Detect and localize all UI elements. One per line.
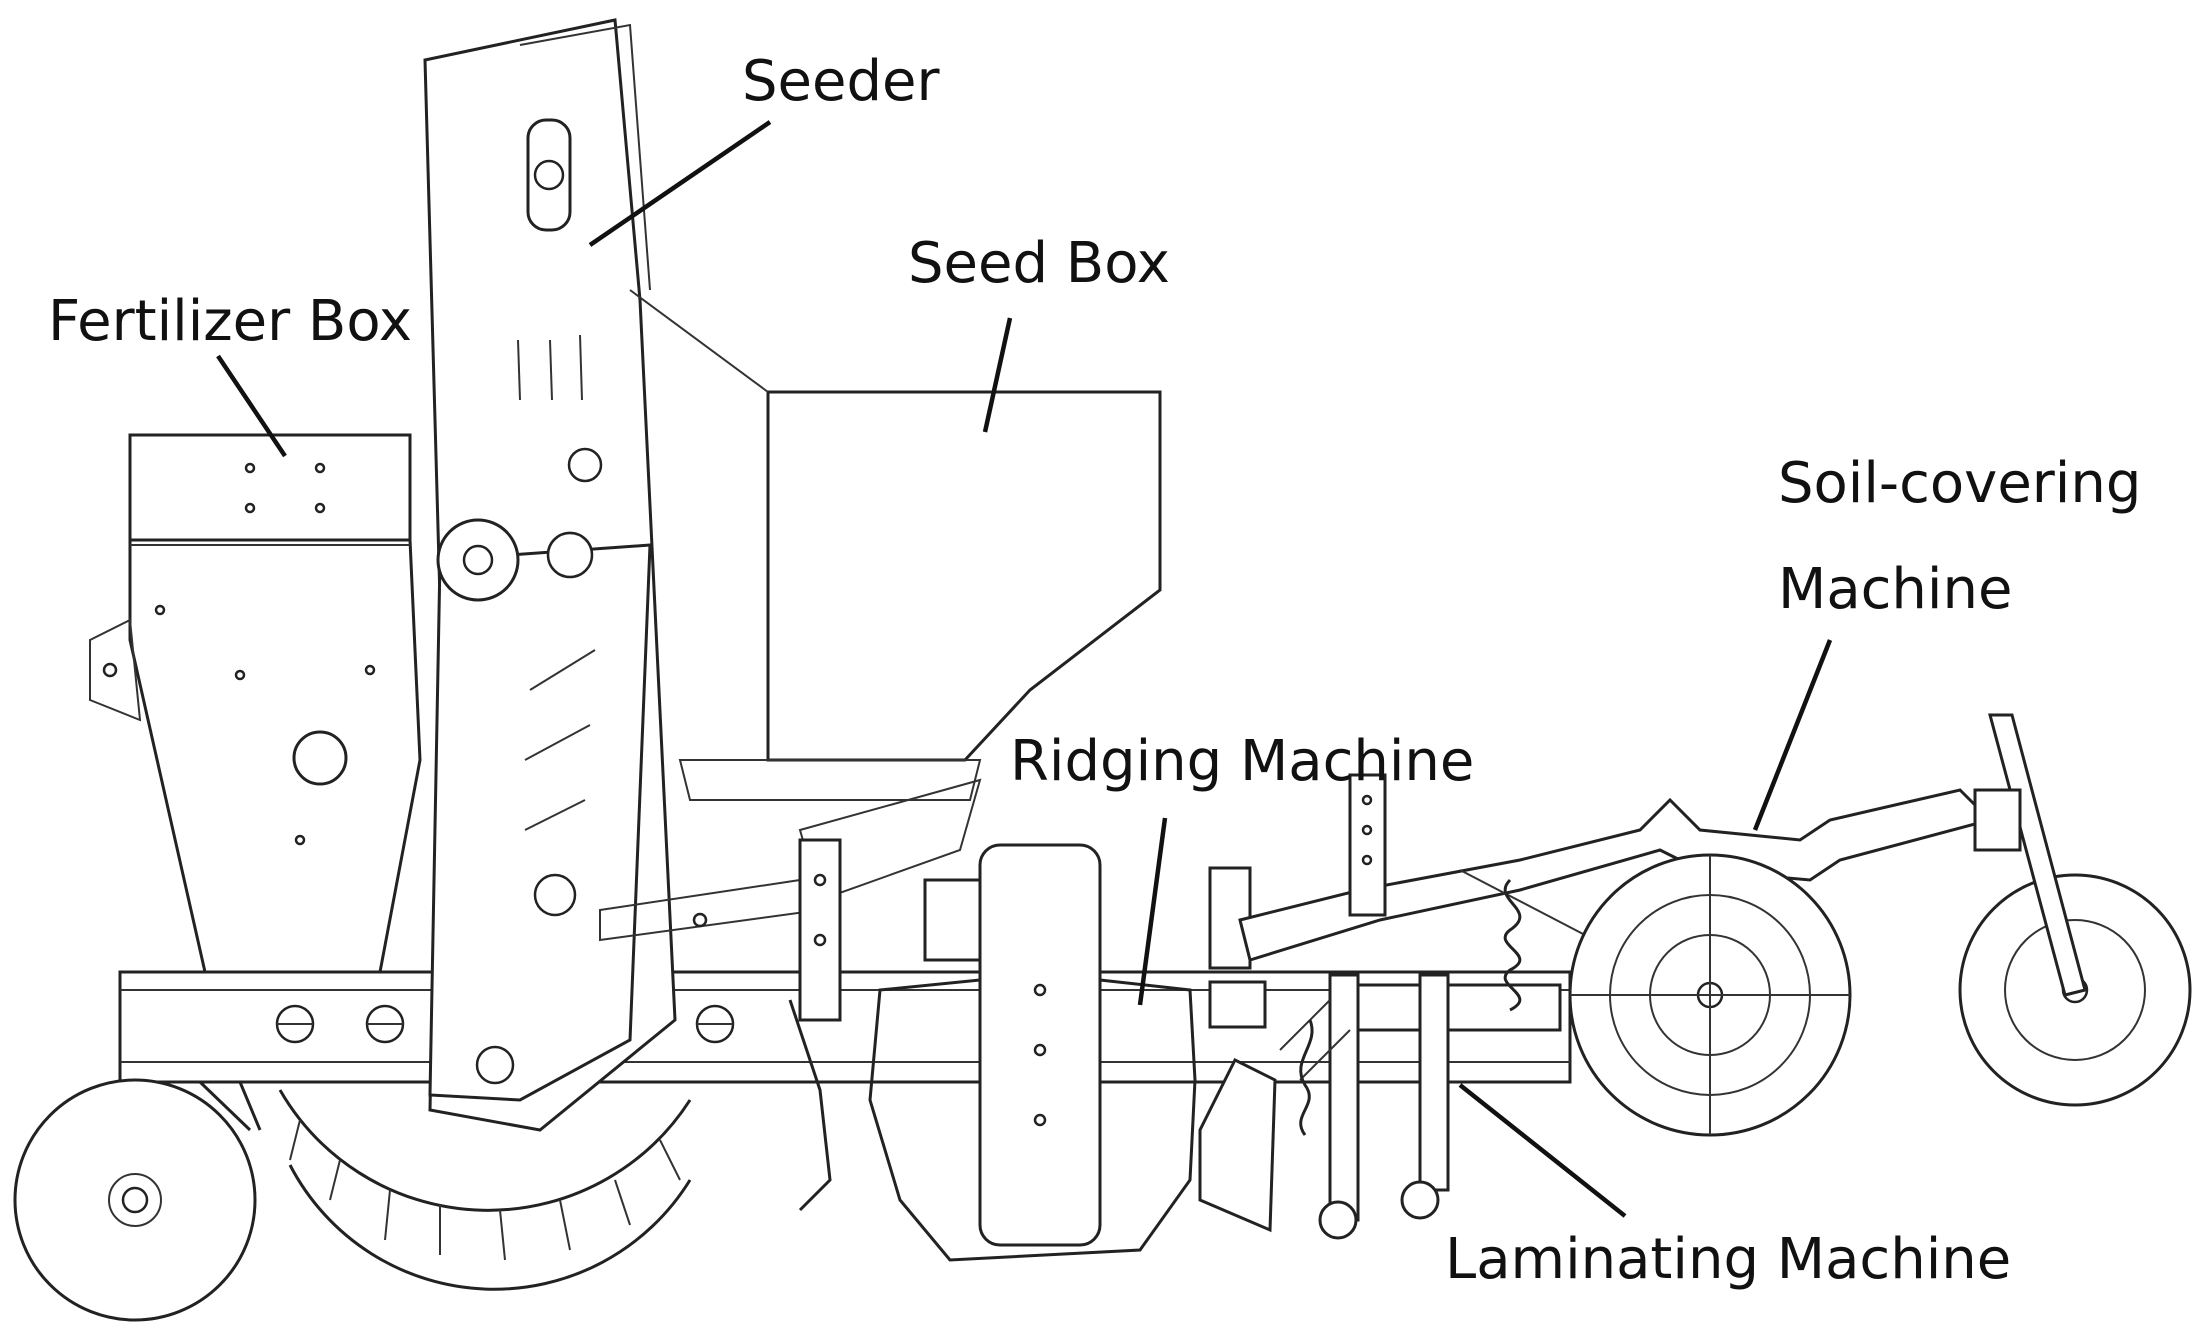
laminating-machine-label: Laminating Machine: [1445, 1227, 2012, 1292]
seeder-column: [423, 18, 677, 1132]
seeder-label: Seeder: [742, 49, 940, 114]
leader-seeder: [588, 120, 772, 247]
front-gauge-wheel: [13, 1078, 262, 1322]
soil-covering-label-line1: Soil-covering: [1778, 451, 2142, 516]
leader-fertilizer-box: [216, 354, 287, 458]
fertilizer-box-label: Fertilizer Box: [48, 289, 413, 354]
soil-covering-machine: [1238, 713, 2192, 1137]
leader-ridging: [1137, 817, 1168, 1006]
leader-soil-covering: [1752, 639, 1833, 831]
ridging-machine-label: Ridging Machine: [1010, 729, 1475, 794]
ridging-machine: [788, 838, 1197, 1262]
drive-sprocket: [436, 518, 520, 602]
leader-seed-box: [982, 317, 1013, 433]
fertilizer-box: [89, 433, 422, 974]
soil-covering-label-line2: Machine: [1778, 557, 2013, 622]
toothed-wheel: [278, 1089, 692, 1291]
laminating-machine: [1198, 866, 1562, 1240]
leader-laminating: [1458, 1083, 1627, 1218]
leader-lines: [216, 120, 1833, 1218]
seed-box: [629, 289, 1162, 801]
seed-box-label: Seed Box: [908, 231, 1170, 296]
